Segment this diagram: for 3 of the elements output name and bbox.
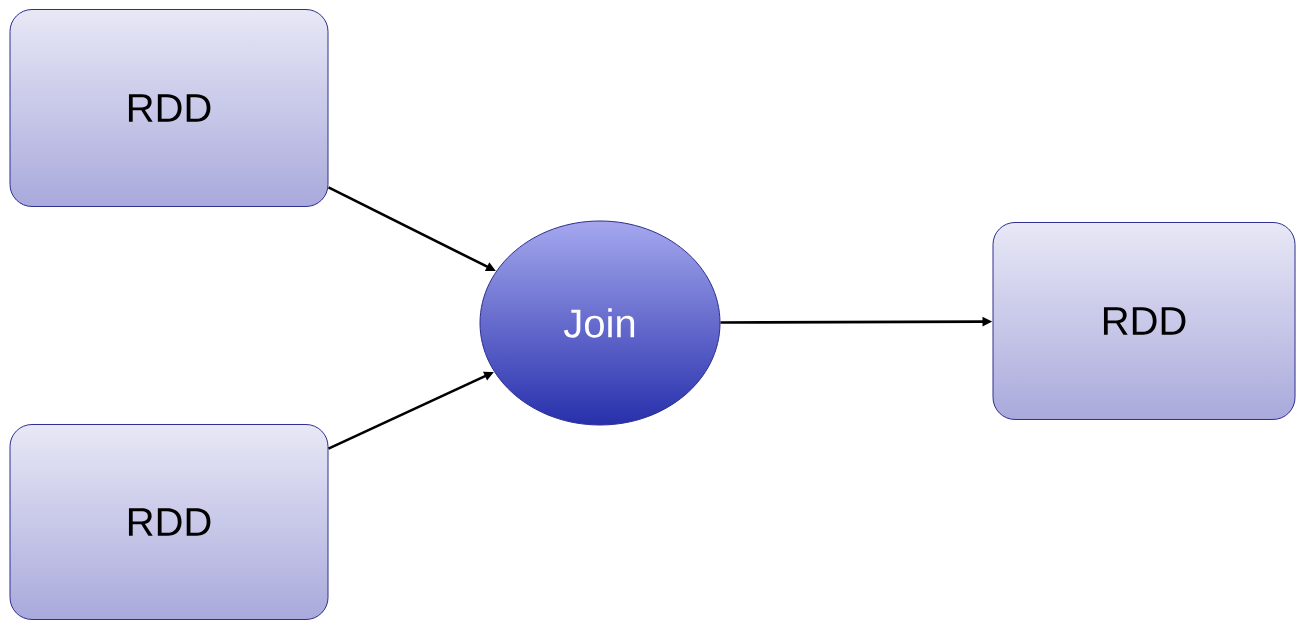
- rdd-box: RDD: [9, 9, 329, 207]
- rdd-box: RDD: [9, 424, 329, 620]
- rdd-box: RDD: [992, 222, 1296, 420]
